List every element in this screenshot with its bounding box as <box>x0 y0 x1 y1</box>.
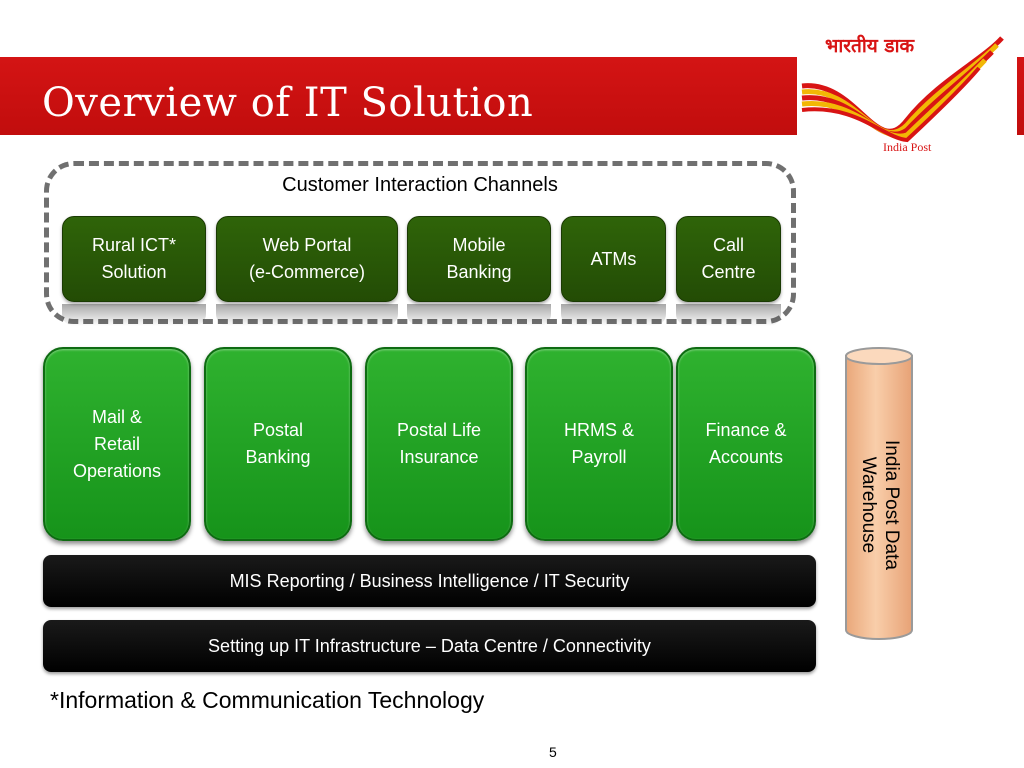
slide-title: Overview of IT Solution <box>42 80 534 126</box>
channels-group-border <box>44 161 796 324</box>
module-postal-life-insurance: Postal Life Insurance <box>365 347 513 541</box>
data-warehouse-cylinder <box>845 347 913 640</box>
channel-web-portal: Web Portal (e-Commerce) <box>216 216 398 302</box>
logo-hindi-text: भारतीय डाक <box>825 35 915 57</box>
channel-reflection <box>62 304 206 326</box>
logo-english-text: India Post <box>883 140 932 154</box>
module-hrms-payroll: HRMS & Payroll <box>525 347 673 541</box>
channel-call-centre: Call Centre <box>676 216 781 302</box>
channel-mobile-banking: Mobile Banking <box>407 216 551 302</box>
module-mail-retail: Mail & Retail Operations <box>43 347 191 541</box>
data-warehouse-label: India Post Data Warehouse <box>858 440 902 570</box>
channel-reflection <box>676 304 781 326</box>
postal-horn-icon <box>801 36 1004 143</box>
channel-reflection <box>216 304 398 326</box>
india-post-logo: भारतीय डाक India Post <box>797 30 1017 155</box>
module-finance-accounts: Finance & Accounts <box>676 347 816 541</box>
channel-rural-ict: Rural ICT* Solution <box>62 216 206 302</box>
channel-reflection <box>407 304 551 326</box>
it-infrastructure-layer: Setting up IT Infrastructure – Data Cent… <box>43 620 816 672</box>
mis-reporting-layer: MIS Reporting / Business Intelligence / … <box>43 555 816 607</box>
channels-label: Customer Interaction Channels <box>282 174 558 196</box>
channel-reflection <box>561 304 666 326</box>
module-postal-banking: Postal Banking <box>204 347 352 541</box>
page-number: 5 <box>549 744 557 760</box>
footnote: *Information & Communication Technology <box>50 687 485 713</box>
channel-atms: ATMs <box>561 216 666 302</box>
